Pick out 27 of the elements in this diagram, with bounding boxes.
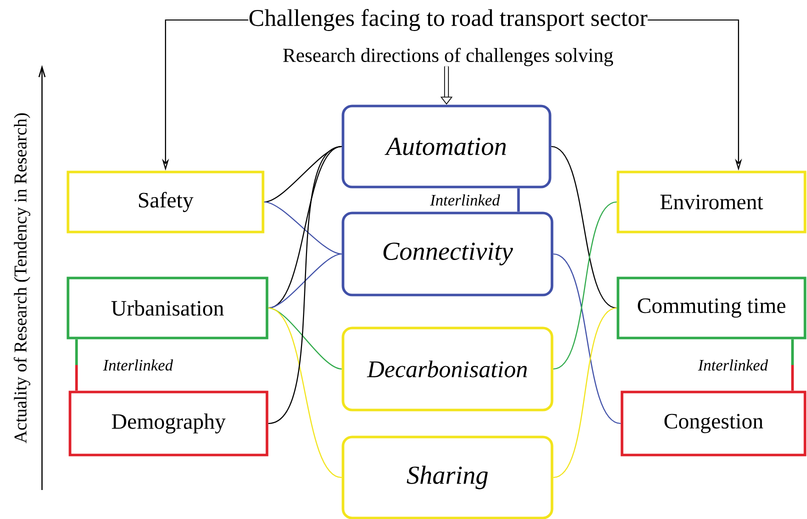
connector-line — [553, 253, 621, 424]
connector-line — [268, 253, 342, 309]
direction-box: Sharing — [342, 436, 554, 519]
challenge-box: Congestion — [620, 390, 806, 456]
edge-label: Interlinked — [102, 358, 174, 372]
connector-line — [264, 201, 342, 255]
connector-line — [553, 201, 617, 370]
link-line — [791, 339, 794, 391]
connector-line — [553, 307, 617, 478]
connector-line — [268, 307, 342, 478]
challenge-box: Demography — [68, 390, 268, 456]
axis-label: Actuality of Research (Tendency in Research) — [14, 113, 30, 444]
connector-line — [268, 146, 342, 424]
subheading-text: Research directions of challenges solving — [283, 48, 614, 66]
direction-box: Decarbonisation — [342, 326, 554, 412]
direction-box: Automation — [342, 104, 552, 188]
direction-box: Connectivity — [342, 212, 554, 296]
link-line — [75, 339, 78, 391]
challenge-box: Enviroment — [616, 170, 806, 234]
challenge-box: Safety — [66, 170, 264, 234]
challenge-box: Commuting time — [616, 276, 806, 340]
connector-line — [551, 146, 617, 308]
edge-label: Interlinked — [697, 358, 769, 372]
edge-label: Interlinked — [429, 193, 501, 207]
heading-text: Challenges facing to road transport sector — [249, 9, 648, 31]
link-line — [517, 188, 520, 212]
challenge-box: Urbanisation — [66, 276, 268, 340]
